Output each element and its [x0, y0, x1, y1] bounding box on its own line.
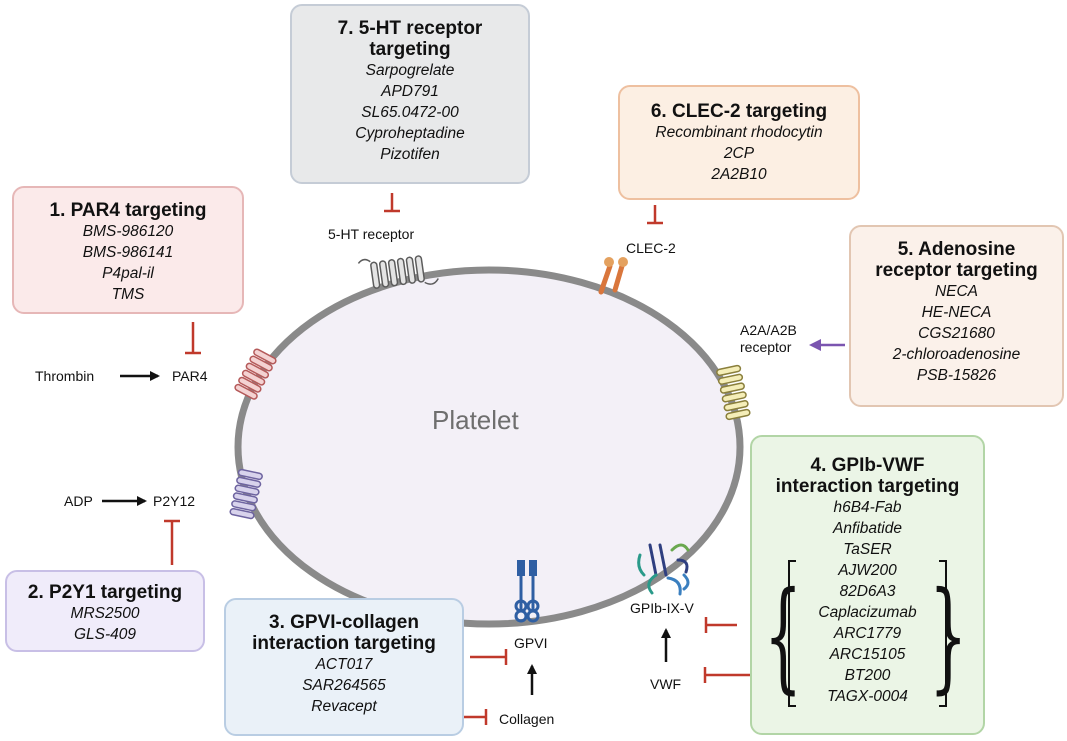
ht-drug: SL65.0472-00 [361, 104, 459, 121]
gpib-bracket-drug: BT200 [844, 667, 891, 684]
ht-drug: Pizotifen [380, 146, 440, 163]
gpvi-receptor-icon [514, 560, 540, 623]
adenosine-drug: CGS21680 [918, 325, 995, 342]
ht-receptor-label: 5-HT receptor [328, 226, 415, 242]
gpib-title-line-2: interaction targeting [775, 476, 960, 497]
gpib-bracket-drug: TAGX-0004 [827, 688, 908, 705]
gpib-bracket-drug: ARC15105 [829, 646, 906, 663]
gpvi-drug: Revacept [311, 698, 377, 715]
gpvi-drug: ACT017 [315, 656, 373, 673]
par4-drug: P4pal-il [102, 265, 154, 282]
p2y1-drug: GLS-409 [73, 626, 137, 643]
p2y1-drug: MRS2500 [70, 605, 140, 622]
clec2-inhibit-arrow [647, 205, 663, 225]
gpib-bracket-drug: Caplacizumab [818, 604, 917, 621]
par4-targeting-box: 1. PAR4 targeting BMS-986120 BMS-986141 … [12, 186, 244, 314]
p2y1-title: 2. P2Y1 targeting [27, 582, 183, 603]
a2a-label-line-1: A2A/A2B [740, 322, 797, 338]
gpib-bracket-drug: ARC1779 [833, 625, 902, 642]
clec2-label: CLEC-2 [626, 240, 676, 256]
gpvi-drug: SAR264565 [302, 677, 386, 694]
platelet-label: Platelet [432, 405, 519, 435]
gpib-targeting-box: 4. GPIb-VWF interaction targeting h6B4-F… [750, 435, 985, 735]
adp-label: ADP [64, 493, 93, 509]
gpib-receptor-icon [637, 543, 690, 596]
collagen-label: Collagen [499, 711, 555, 727]
p2y1-inhibit-arrow [164, 519, 180, 565]
adenosine-drug: 2-chloroadenosine [892, 346, 1021, 363]
gpib-bracket-group: AJW200 82D6A3 Caplacizumab ARC1779 ARC15… [788, 560, 947, 707]
clec2-drug: 2CP [723, 145, 755, 162]
ht-targeting-box: 7. 5-HT receptor targeting Sarpogrelate … [290, 4, 530, 184]
ht-inhibit-arrow [384, 193, 400, 213]
adenosine-targeting-box: 5. Adenosine receptor targeting NECA HE-… [849, 225, 1064, 407]
par4-label: PAR4 [172, 368, 208, 384]
gpvi-title-line-1: 3. GPVI-collagen [269, 612, 419, 633]
a2a-receptor-icon [716, 364, 751, 421]
5ht-receptor-icon [357, 255, 439, 289]
par4-receptor-icon [234, 348, 277, 400]
adenosine-drug: NECA [934, 283, 979, 300]
par4-inhibit-arrow [185, 322, 201, 355]
gpvi-inhibit-arrow [470, 649, 508, 665]
clec2-title: 6. CLEC-2 targeting [650, 101, 828, 122]
gpib-curly-brace: { [764, 567, 803, 706]
p2y1-targeting-box: 2. P2Y1 targeting MRS2500 GLS-409 [5, 570, 205, 652]
ht-drug: APD791 [381, 83, 439, 100]
p2y12-receptor-icon [229, 468, 263, 520]
adenosine-drug: PSB-15826 [916, 367, 997, 384]
ht-title-line-1: 7. 5-HT receptor [337, 18, 483, 39]
a2a-label-line-2: receptor [740, 339, 792, 355]
gpvi-title-line-2: interaction targeting [252, 633, 436, 654]
gpib-drug: TaSER [843, 541, 892, 558]
gpib-bracket-drug: AJW200 [838, 562, 897, 579]
gpib-title-line-1: 4. GPIb-VWF [810, 455, 925, 476]
adenosine-title-line-2: receptor targeting [875, 260, 1038, 281]
platelet-cell [234, 266, 744, 628]
clec2-drug: 2A2B10 [711, 166, 767, 183]
par4-drug: TMS [111, 286, 145, 303]
gpib-drug: h6B4-Fab [833, 499, 902, 516]
p2y12-label: P2Y12 [153, 493, 196, 509]
gpib-label: GPIb-IX-V [630, 600, 694, 616]
ht-title-line-2: targeting [369, 39, 451, 60]
ht-drug: Sarpogrelate [365, 62, 455, 79]
gpvi-label: GPVI [514, 635, 548, 651]
gpib-inhibit-arrow [704, 617, 737, 633]
gpib-bracket-drug: 82D6A3 [839, 583, 896, 600]
clec2-receptor-icon [598, 257, 628, 295]
gpib-drug: Anfibatide [833, 520, 902, 537]
adenosine-title-line-1: 5. Adenosine [897, 239, 1016, 260]
thrombin-label: Thrombin [35, 368, 95, 384]
adenosine-drug: HE-NECA [921, 304, 992, 321]
ht-drug: Cyproheptadine [355, 125, 465, 142]
par4-drug: BMS-986120 [82, 223, 174, 240]
vwf-label: VWF [650, 676, 682, 692]
gpib-curly-brace-right: } [928, 567, 967, 706]
par4-title: 1. PAR4 targeting [49, 200, 207, 221]
par4-drug: BMS-986141 [82, 244, 174, 261]
gpvi-targeting-box: 3. GPVI-collagen interaction targeting A… [224, 598, 464, 736]
clec2-drug: Recombinant rhodocytin [655, 124, 823, 141]
clec2-targeting-box: 6. CLEC-2 targeting Recombinant rhodocyt… [618, 85, 860, 200]
